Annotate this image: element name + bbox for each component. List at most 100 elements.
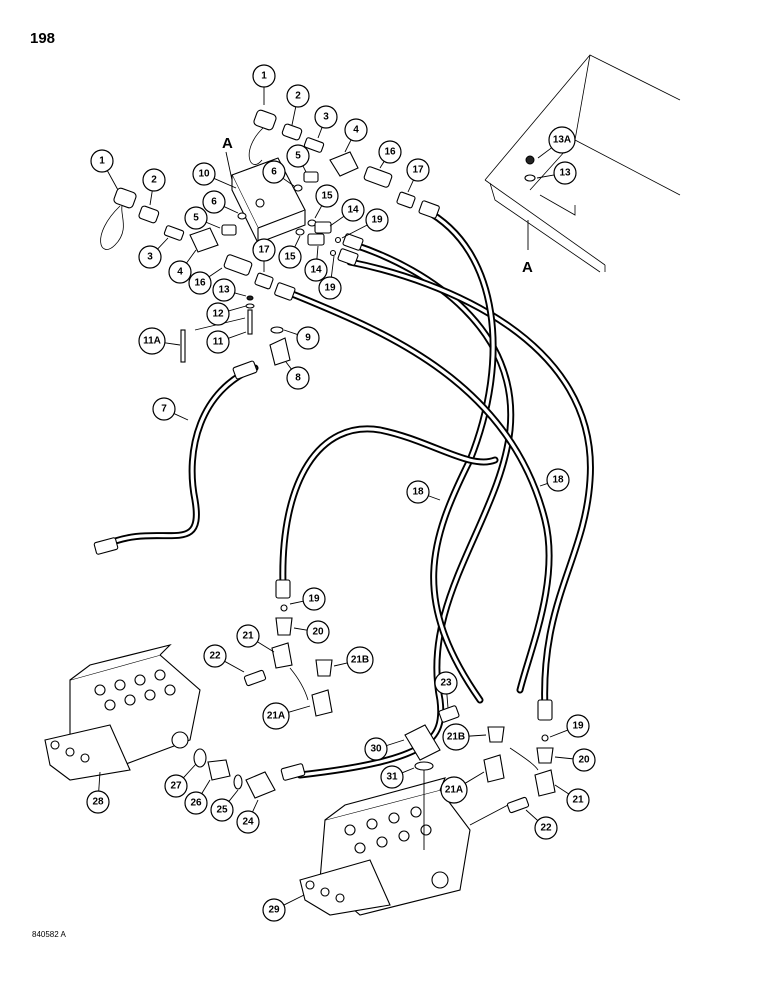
callout-13: 13 [212,278,247,302]
oring-6-left [237,212,247,220]
callout-leader [554,756,574,760]
callout-circle [341,198,365,222]
callout-label: 18 [552,475,564,486]
callout-leader [294,235,301,248]
hose-end-7-top [232,360,258,380]
hose-to-fitting-19 [279,289,553,694]
callout-22: 22 [203,644,245,673]
callout-leader [285,361,292,370]
callout-circle [184,791,208,815]
callout-label: 6 [271,167,277,178]
callout-21b: 21B [442,723,487,751]
callout-label: 4 [177,267,183,278]
callout-circle [262,160,286,184]
adapter-22-a [243,669,267,687]
callout-label: 21B [447,732,465,743]
callout-leader [213,177,237,189]
callout-leader [302,165,307,173]
adapter-5-left [221,224,237,236]
callout-leader [554,784,570,795]
elbow-24 [245,771,276,799]
callout-leader [333,662,348,667]
callout-leader [407,179,414,193]
callout-label: 4 [353,125,359,136]
callout-15: 15 [314,184,339,219]
callout-label: 14 [347,205,359,216]
view-marker-a-box: A [522,259,533,276]
hose-end-14a [342,233,364,251]
callout-leader [330,255,335,278]
elbow-21-b [534,769,556,797]
callout-label: 21 [242,631,254,642]
callout-26: 26 [184,779,211,815]
callout-label: 23 [440,678,452,689]
callout-20: 20 [293,620,330,644]
callout-label: 2 [295,91,301,102]
elbow-21-a [271,642,293,669]
callout-leader [252,799,259,813]
figure-code: 840582 A [32,930,66,939]
callout-label: 21A [445,785,463,796]
callout-17: 17 [406,158,430,193]
callout-13a: 13A [537,126,576,159]
callout-6: 6 [262,160,295,187]
callout-10: 10 [192,162,237,189]
adapter-14-a [314,221,332,234]
callout-leader [289,600,304,605]
callout-22: 22 [525,809,558,840]
adapter-23 [438,705,460,723]
tee-4-left [189,227,219,253]
callout-label: 20 [312,627,324,638]
callout-12: 12 [206,302,247,326]
callout-circle [168,260,192,284]
callout-leader [149,190,153,206]
callout-18: 18 [539,468,570,492]
callout-label: 17 [412,165,424,176]
bolt-11a [180,329,186,363]
callout-circle [572,748,596,772]
callout-7: 7 [152,397,189,421]
callout-17: 17 [252,238,276,272]
callout-circle [262,702,290,730]
oring-9 [270,326,284,334]
callout-circle [278,245,302,269]
tee-4-upper [329,151,359,177]
cap-1-upper [253,109,277,131]
callout-circle [318,276,342,300]
callout-18: 18 [406,480,441,504]
callout-circle [534,816,558,840]
callout-circle [440,776,468,804]
callout-circle [315,184,339,208]
hose-end-14b [337,248,359,266]
callout-20: 20 [554,748,596,772]
callout-6: 6 [202,190,239,214]
control-valve-29 [299,777,471,916]
callout-16: 16 [188,267,223,295]
callout-leader [257,641,275,653]
callout-circle [304,258,328,282]
callout-label: 11A [143,336,161,347]
callout-label: 21B [351,655,369,666]
callout-circle [142,168,166,192]
callout-14: 14 [329,198,365,227]
callout-21a: 21A [440,771,485,804]
callout-circle [252,238,276,262]
callout-circle [344,118,368,142]
view-marker-a-block: A [222,135,233,152]
callout-leader [183,763,197,779]
hose-end-upper [418,200,440,219]
callout-leader [446,693,449,709]
callout-label: 19 [324,283,336,294]
callout-leader [539,483,548,487]
callout-leader [223,206,239,214]
callout-circle [553,161,577,185]
manifold-block-10 [231,157,306,244]
callout-circle [206,302,230,326]
plug-19-c [280,604,288,612]
callout-label: 16 [384,147,396,158]
plug-19-a [334,236,342,244]
callout-leader [228,331,247,339]
callout-30: 30 [364,737,405,761]
callout-19: 19 [549,714,590,738]
callout-label: 20 [578,755,590,766]
